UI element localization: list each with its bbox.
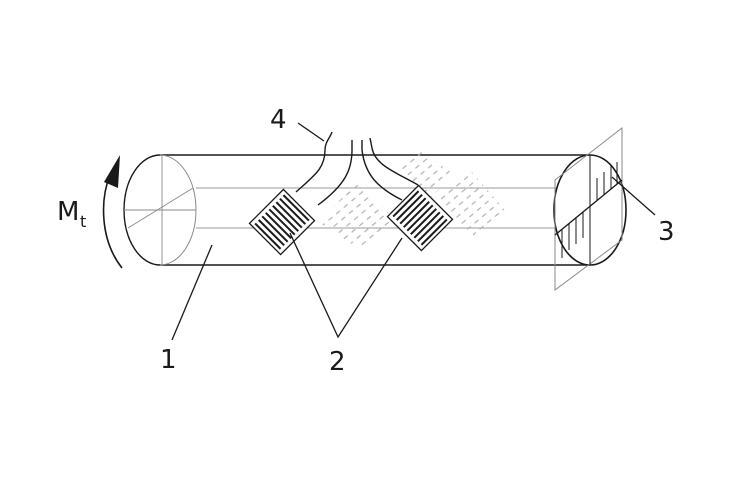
lead-wires — [295, 131, 419, 206]
strain-gauge-left — [248, 188, 316, 256]
label-strain-gauges: 2 — [329, 347, 346, 377]
leader-2 — [289, 232, 403, 339]
lead-wire-3 — [361, 140, 403, 201]
lead-wire-1 — [295, 131, 333, 193]
hidden-gauge-top — [395, 150, 455, 198]
hidden-gauges — [318, 150, 505, 248]
moment-subscript: t — [80, 212, 86, 231]
label-shear-section: 3 — [658, 217, 675, 247]
label-lead-wires: 4 — [270, 105, 287, 135]
shear-section — [554, 126, 623, 291]
torque-arrow — [102, 155, 123, 269]
lead-wire-4 — [369, 137, 419, 186]
left-end-diagonal — [127, 187, 194, 229]
shear-plane — [554, 126, 623, 291]
label-shaft: 1 — [160, 345, 177, 375]
lead-wire-2 — [317, 140, 353, 206]
hidden-gauge-left — [318, 182, 398, 248]
shear-hatch — [561, 162, 618, 258]
leader-1 — [171, 244, 213, 341]
strain-gauge-right — [386, 184, 454, 252]
moment-label: M — [57, 197, 79, 227]
leader-3 — [611, 176, 656, 216]
leader-lines — [171, 122, 656, 341]
shear-diagonal — [554, 179, 623, 236]
torque-arrowhead — [104, 155, 120, 188]
torque-arc — [102, 174, 123, 269]
hidden-gauge-right — [438, 170, 505, 240]
leader-4 — [297, 122, 325, 142]
